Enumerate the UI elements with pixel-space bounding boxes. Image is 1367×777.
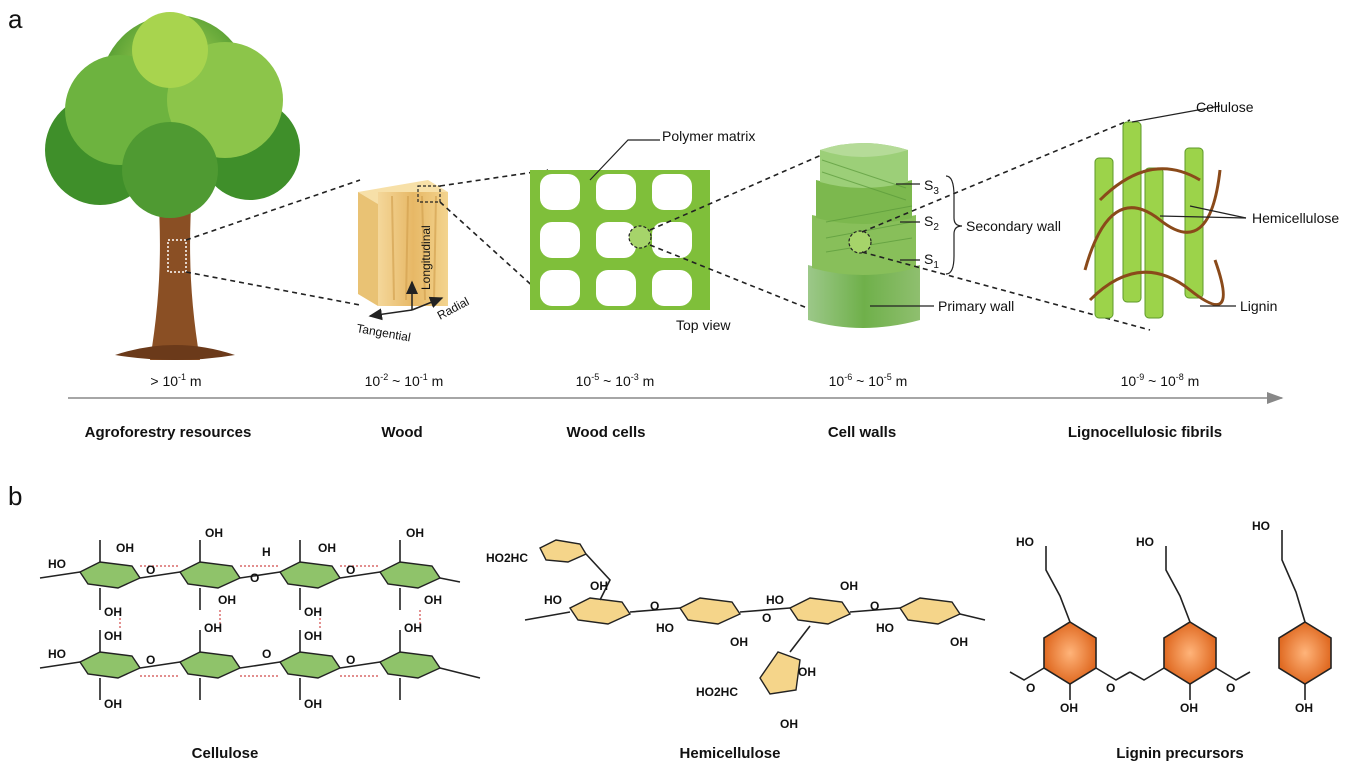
stage-name-2: Wood [381, 424, 422, 441]
cell-oh-1: HO [48, 557, 66, 571]
stage-name-3: Wood cells [567, 424, 646, 441]
s1-label: S1 [924, 251, 939, 271]
cell-oh-9: OH [424, 593, 442, 607]
hemi-ho-4: HO [876, 621, 894, 635]
hemi-o-2: O [762, 611, 771, 625]
scale-2: 10-2 ~ 10-1 m [365, 372, 444, 389]
cell-oh-2: OH [116, 541, 134, 555]
longitudinal-label: Longitudinal [419, 225, 433, 290]
lig-o-1: O [1026, 681, 1035, 695]
hemicellulose-title: Hemicellulose [680, 745, 781, 762]
lignin-precursors-structure: HO HO HO OH OH OH O O O Lignin precursor… [1009, 519, 1332, 762]
scale-5: 10-9 ~ 10-8 m [1121, 372, 1200, 389]
scale-axis: > 10-1 m 10-2 ~ 10-1 m 10-5 ~ 10-3 m 10-… [85, 372, 1222, 441]
cell-oh-12: OH [304, 629, 322, 643]
panel-label-a: a [8, 4, 23, 34]
cell-o-3: O [346, 563, 355, 577]
hemi-o-1: O [650, 599, 659, 613]
cell-h-1: H [262, 545, 271, 559]
lig-ho-2: HO [1136, 535, 1154, 549]
cell-oh-13: OH [404, 621, 422, 635]
cell-wall-illustration: S3 S2 S1 Secondary wall Primary wall [808, 143, 1061, 328]
panel-label-b: b [8, 481, 22, 511]
cell-o-6: O [346, 653, 355, 667]
stage-name-4: Cell walls [828, 424, 896, 441]
lig-o-3: O [1226, 681, 1235, 695]
lig-ho-3: HO [1252, 519, 1270, 533]
cell-o-4: O [146, 653, 155, 667]
hemi-ho2hc-1: HO2HC [486, 551, 528, 565]
fibrils-illustration: Cellulose Hemicellulose Lignin [1083, 99, 1339, 319]
s2-label: S2 [924, 213, 939, 233]
hemi-oh-6: OH [780, 717, 798, 731]
hemicellulose-fibril-label: Hemicellulose [1252, 210, 1339, 226]
hemi-oh-5: OH [798, 665, 816, 679]
tree-illustration [45, 12, 300, 360]
lig-ho-1: HO [1016, 535, 1034, 549]
cell-oh-7: OH [218, 593, 236, 607]
cell-oh-6: OH [104, 605, 122, 619]
secondary-wall-label: Secondary wall [966, 218, 1061, 234]
stage-name-5: Lignocellulosic fibrils [1068, 424, 1222, 441]
cellulose-fibril-label: Cellulose [1196, 99, 1254, 115]
scale-1: > 10-1 m [150, 372, 201, 389]
lig-oh-1: OH [1060, 701, 1078, 715]
cell-o-5: O [262, 647, 271, 661]
hemi-o-3: O [870, 599, 879, 613]
cell-oh-15: OH [304, 697, 322, 711]
cell-oh-11: OH [204, 621, 222, 635]
lig-oh-3: OH [1295, 701, 1313, 715]
cell-oh-10: OH [104, 629, 122, 643]
hemi-ho-2: HO [656, 621, 674, 635]
lig-o-2: O [1106, 681, 1115, 695]
cellulose-title: Cellulose [192, 745, 259, 762]
stage-name-1: Agroforestry resources [85, 424, 252, 441]
cell-oh-3: OH [205, 526, 223, 540]
s3-label: S3 [924, 177, 939, 197]
hemi-ho-3: HO [766, 593, 784, 607]
cell-oh-4: OH [318, 541, 336, 555]
cell-oh-5: OH [406, 526, 424, 540]
cell-oh-8: OH [304, 605, 322, 619]
tangential-label: Tangential [355, 321, 411, 344]
cell-o-2: O [250, 571, 259, 585]
cell-oh-14: OH [104, 697, 122, 711]
cell-o-1: O [146, 563, 155, 577]
hemi-oh-3: OH [840, 579, 858, 593]
hemi-ho-1: HO [544, 593, 562, 607]
wood-block: Longitudinal Tangential Radial [355, 180, 471, 344]
top-view-label: Top view [676, 317, 731, 333]
lignin-fibril-label: Lignin [1240, 298, 1277, 314]
hemicellulose-structure: HO2HC OH HO O O O HO OH HO OH HO OH HO2H… [486, 539, 986, 762]
lig-oh-2: OH [1180, 701, 1198, 715]
polymer-matrix-label: Polymer matrix [662, 128, 755, 144]
cell-ho-2: HO [48, 647, 66, 661]
wood-cells-illustration: Polymer matrix Top view [530, 128, 755, 333]
primary-wall-label: Primary wall [938, 298, 1014, 314]
cellulose-structure: HO OH OH OH OH O O O H OH OH OH OH OH OH… [39, 526, 481, 762]
lignin-title: Lignin precursors [1116, 745, 1244, 762]
scale-3: 10-5 ~ 10-3 m [576, 372, 655, 389]
hemi-oh-4: OH [950, 635, 968, 649]
hemi-oh-1: OH [590, 579, 608, 593]
hemi-oh-2: OH [730, 635, 748, 649]
hemi-ho2hc-2: HO2HC [696, 685, 738, 699]
scale-4: 10-6 ~ 10-5 m [829, 372, 908, 389]
